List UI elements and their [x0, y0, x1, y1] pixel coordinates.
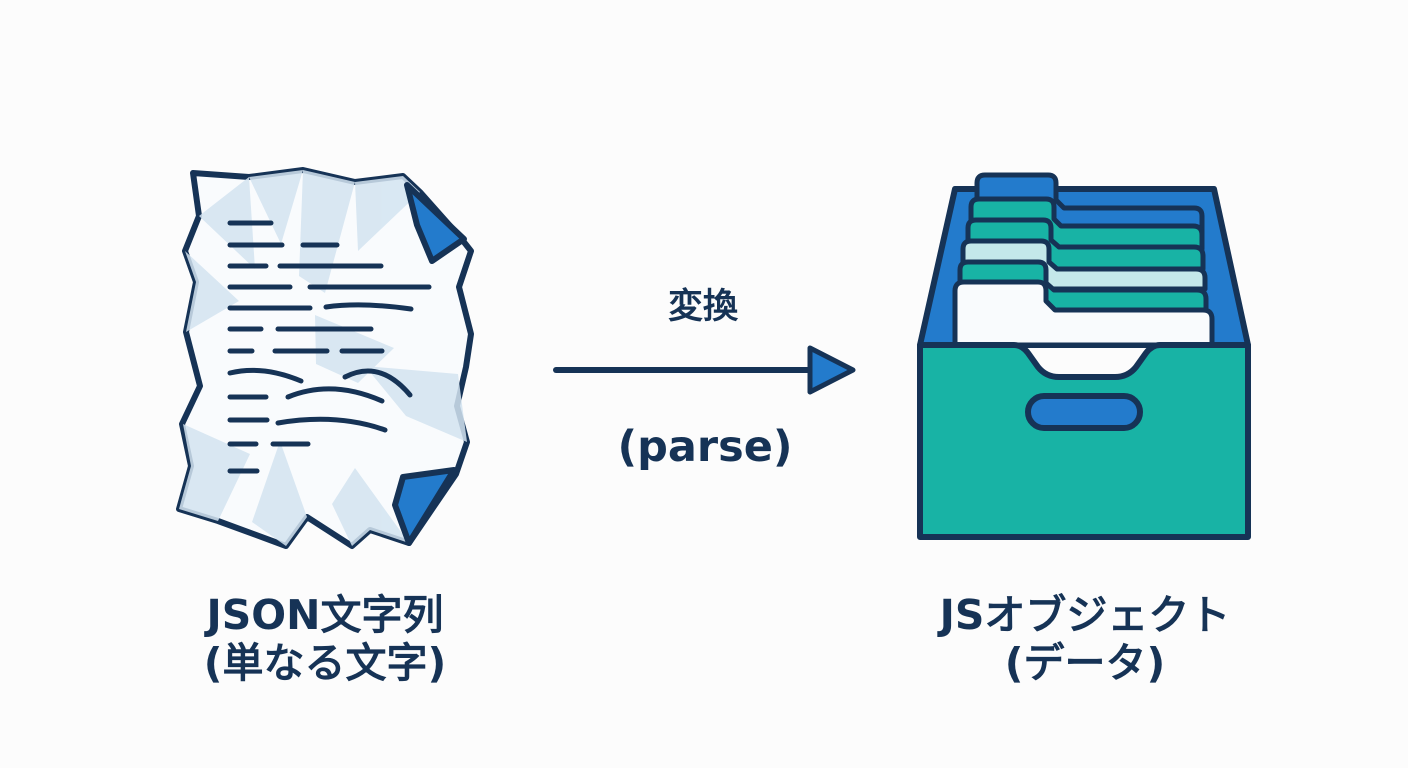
- paper-crease-shade: [179, 424, 250, 521]
- paper-text-line: [275, 416, 388, 433]
- arrow-head: [807, 345, 856, 395]
- js-object-title: JSオブジェクト: [939, 591, 1231, 639]
- paper-crease-shade: [299, 170, 355, 293]
- paper-crease-shade: [332, 468, 409, 546]
- paper-crease-shade: [252, 441, 307, 546]
- crumpled-paper-icon: [176, 167, 474, 549]
- paper-folded-corner-top: [404, 182, 467, 264]
- paper-crease-shade: [365, 366, 467, 442]
- paper-crease-shade: [185, 251, 239, 332]
- paper-folded-corner-bottom: [392, 467, 457, 546]
- paper-text-line: [285, 386, 385, 404]
- conversion-title: 変換: [667, 287, 738, 327]
- paper-text-lines: [227, 220, 432, 474]
- white-folder: [952, 279, 1215, 348]
- paper-crease-shade: [249, 170, 303, 244]
- drawer-handle: [1025, 393, 1143, 431]
- json-string-title: JSON文字列: [206, 591, 444, 639]
- js-object-subtitle: (データ): [1004, 638, 1166, 687]
- paper-text-line: [227, 367, 304, 384]
- json-string-subtitle: (単なる文字): [203, 638, 447, 687]
- right-arrow-icon: [553, 345, 856, 395]
- paper-creases: [179, 170, 467, 546]
- drawer-front: [917, 342, 1251, 540]
- paper-text-line: [323, 302, 414, 312]
- file-drawer-icon: [917, 172, 1251, 540]
- paper-crease-shade: [355, 176, 420, 251]
- drawer-folders: [952, 172, 1215, 348]
- json-string-label: JSON文字列 (単なる文字): [155, 591, 495, 688]
- paper-text-line: [342, 368, 413, 398]
- parse-method-label: (parse): [617, 422, 793, 472]
- js-object-label: JSオブジェクト (データ): [875, 591, 1295, 688]
